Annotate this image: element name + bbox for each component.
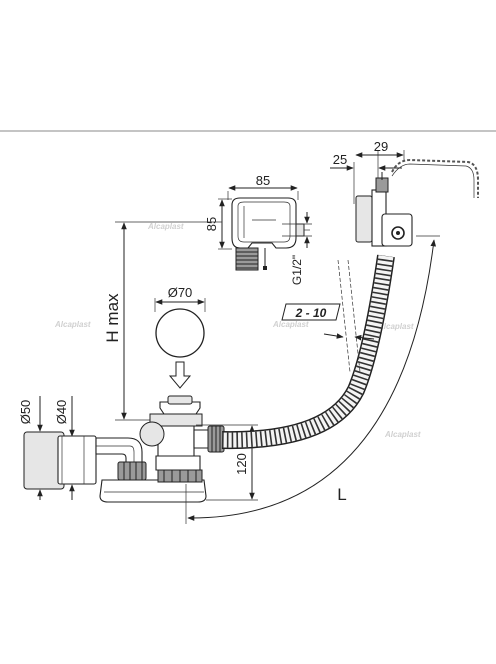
plug-top-view: Ø70 [154,285,206,389]
watermark-3: Alcaplast [272,320,309,329]
flexible-hose [221,254,395,450]
length-dimension: L [185,235,440,524]
dim-120: 120 [234,453,249,475]
watermark-2: Alcaplast [54,320,91,329]
dim-29: 29 [374,139,388,154]
dim-d70: Ø70 [168,285,193,300]
dim-85-width: 85 [256,173,270,188]
dim-25: 25 [333,152,347,167]
outlet-diameter-dims: Ø50 Ø40 [18,396,80,500]
plug-disc [155,308,205,358]
dim-h-max: H max [103,293,122,343]
overflow-head-front-view: 85 85 G1/2" [204,173,312,285]
watermark-5: Alcaplast [384,430,421,439]
dim-d40: Ø40 [54,400,69,425]
dim-2-10: 2 - 10 [295,306,327,320]
dim-length-l: L [337,485,346,504]
watermark-1: Alcaplast [147,222,184,231]
dim-85-height: 85 [204,217,219,231]
h-max-dimension: H max [103,221,222,421]
down-arrow-icon [168,361,192,389]
dim-g12-thread: G1/2" [290,255,304,285]
dim-d50: Ø50 [18,400,33,425]
